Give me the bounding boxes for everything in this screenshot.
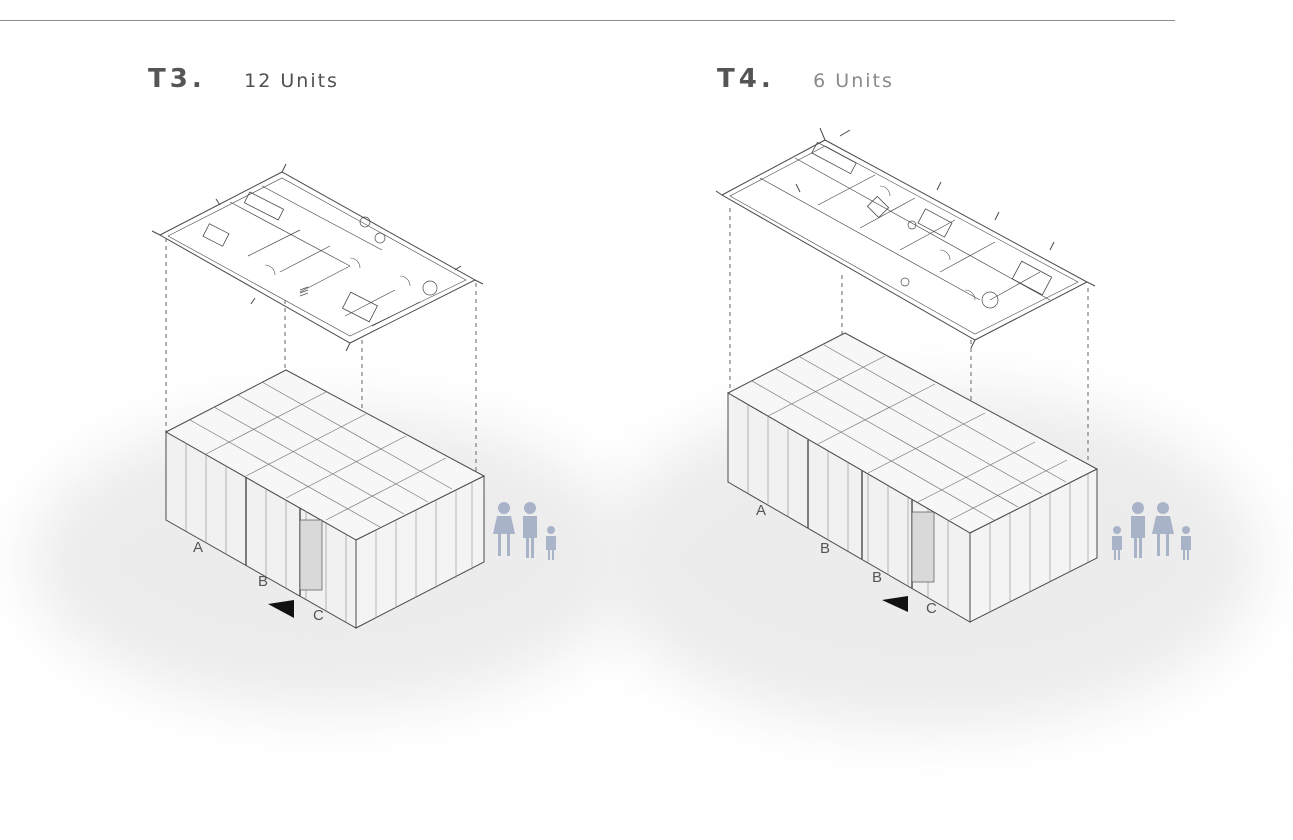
t4-grid-label-b1: B <box>820 540 830 557</box>
t3-heading: T3. 12 Units <box>148 64 339 100</box>
t3-grid-label-b: B <box>258 573 268 590</box>
family-figures-icon <box>1112 502 1191 560</box>
t3-grid-label-c: C <box>313 607 324 624</box>
t4-grid-label-b2: B <box>872 569 882 586</box>
top-rule <box>0 20 1175 21</box>
t4-heading: T4. 6 Units <box>717 64 894 100</box>
t4-units: 6 Units <box>813 70 894 92</box>
t4-drawing: A B B C <box>600 127 1260 730</box>
t4-grid-label-c: C <box>926 600 937 617</box>
section-arrow-icon <box>882 596 908 612</box>
t3-code: T3. <box>148 64 206 94</box>
section-arrow-icon <box>268 600 294 618</box>
t3-units: 12 Units <box>244 70 339 92</box>
t3-floor-plan <box>151 163 484 352</box>
t4-grid-label-a: A <box>756 502 766 519</box>
family-figures-icon <box>493 502 556 560</box>
t3-module-block <box>164 369 486 629</box>
t3-grid-label-a: A <box>193 539 203 556</box>
t4-floor-plan <box>715 127 1096 349</box>
t4-code: T4. <box>717 64 775 94</box>
t4-module-block <box>726 332 1099 623</box>
t3-drawing: A B C <box>30 163 630 710</box>
